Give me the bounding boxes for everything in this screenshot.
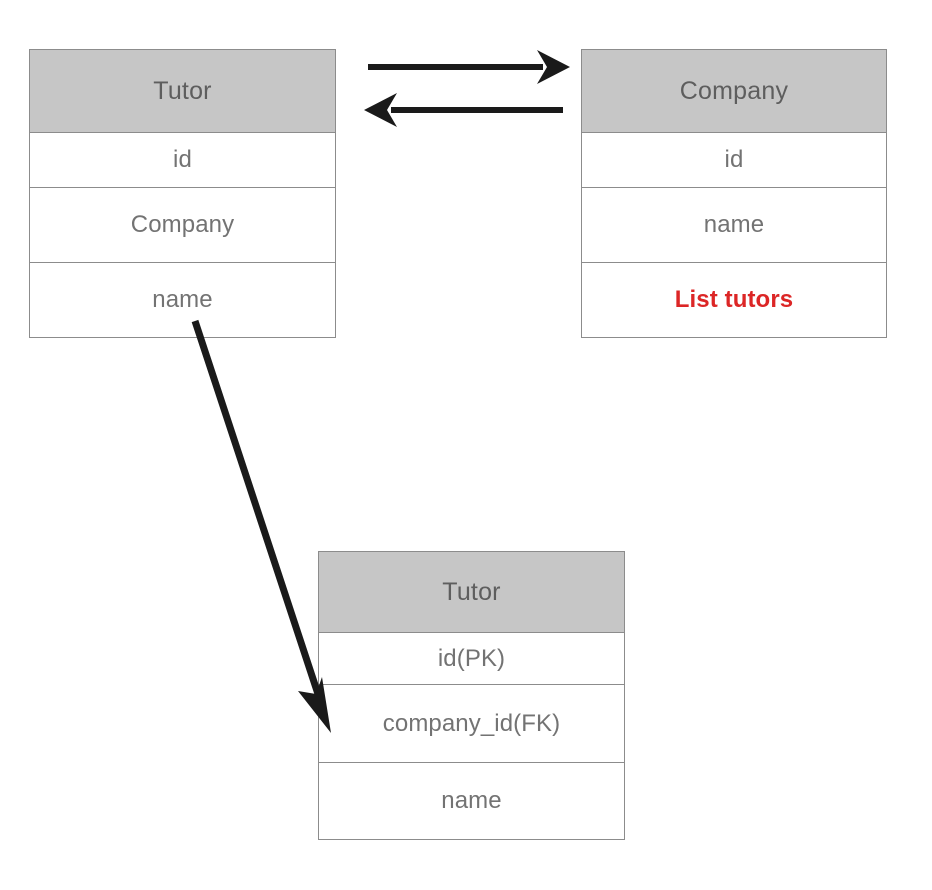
entity-header-tutor-bottom: Tutor [319, 552, 624, 633]
arrow-left-head [364, 93, 397, 127]
entity-row-company-right-id[interactable]: id [582, 133, 886, 188]
entity-header-tutor-left: Tutor [30, 50, 335, 133]
entity-row-tutor-left-company[interactable]: Company [30, 188, 335, 263]
arrow-diagonal-shaft [191, 319, 322, 696]
arrow-left-company-to-tutor [364, 93, 563, 127]
entity-table-company-right[interactable]: Company id name List tutors [581, 49, 887, 338]
entity-row-tutor-left-name[interactable]: name [30, 263, 335, 337]
entity-header-company-right: Company [582, 50, 886, 133]
entity-row-tutor-bottom-name[interactable]: name [319, 763, 624, 839]
entity-row-company-right-name[interactable]: name [582, 188, 886, 263]
entity-row-company-right-list-tutors[interactable]: List tutors [582, 263, 886, 337]
entity-row-tutor-bottom-company-id-fk[interactable]: company_id(FK) [319, 685, 624, 763]
entity-table-tutor-bottom[interactable]: Tutor id(PK) company_id(FK) name [318, 551, 625, 840]
arrow-right-tutor-to-company [368, 50, 570, 84]
arrow-diagonal-tutor-to-schema [191, 319, 331, 733]
arrow-right-head [537, 50, 570, 84]
entity-row-tutor-bottom-id-pk[interactable]: id(PK) [319, 633, 624, 685]
entity-row-tutor-left-id[interactable]: id [30, 133, 335, 188]
entity-table-tutor-left[interactable]: Tutor id Company name [29, 49, 336, 338]
